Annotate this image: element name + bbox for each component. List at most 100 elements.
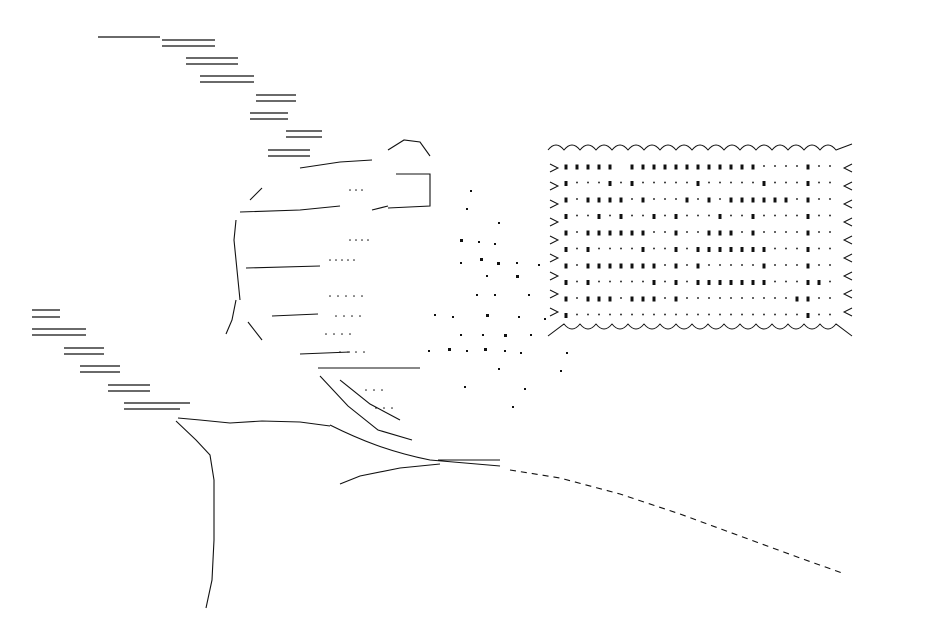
sign-dot-light <box>818 247 820 250</box>
rock-strokes-lower <box>32 309 190 410</box>
sign-dot-heavy <box>597 164 601 170</box>
sign-dot-light <box>829 214 831 217</box>
sign-dot-heavy <box>641 197 645 203</box>
sign-dot-heavy <box>762 247 766 252</box>
sign-dot-heavy <box>729 230 733 236</box>
sign-dot-light <box>763 313 765 316</box>
sign-dot-light <box>664 214 666 217</box>
sign-dot-light <box>730 264 732 266</box>
sign-dot-heavy <box>806 197 810 203</box>
sign-dot-light <box>631 198 633 200</box>
sign-dot-light <box>774 165 776 167</box>
sign-dot-heavy <box>740 197 744 203</box>
sign-dot-light <box>774 181 776 184</box>
sign-dot-light <box>829 247 831 250</box>
sign-dot-heavy <box>707 280 711 285</box>
sign-dot-light <box>763 231 765 233</box>
sign-dot-heavy <box>718 164 722 170</box>
sign-dot-heavy <box>564 280 568 285</box>
sign-dot-light <box>587 214 589 217</box>
sign-dot-heavy <box>597 214 601 219</box>
sign-dot-heavy <box>762 263 766 269</box>
sign-dot-heavy <box>729 247 733 252</box>
sign-dot-light <box>664 280 666 283</box>
sign-dot-light <box>741 313 743 316</box>
sign-dot-light <box>686 231 688 233</box>
sign-dot-heavy <box>564 313 568 318</box>
sign-dot-heavy <box>729 164 733 170</box>
sign-dot-light <box>818 214 820 217</box>
sign-dot-light <box>730 181 732 184</box>
sign-dot-light <box>829 198 831 200</box>
sign-dot-light <box>719 297 721 299</box>
sign-dot-heavy <box>663 164 667 170</box>
sign-dot-light <box>642 280 644 283</box>
sign-dot-light <box>719 264 721 266</box>
sign-dot-light <box>752 313 754 316</box>
sign-dot-light <box>576 198 578 200</box>
sign-dot-heavy <box>718 247 722 252</box>
sign-dot-heavy <box>608 197 612 203</box>
sign-dot-heavy <box>773 197 777 203</box>
sign-dot-heavy <box>751 197 755 203</box>
sign-dot-heavy <box>586 164 590 170</box>
branch-outline <box>175 417 846 609</box>
sign-dot-heavy <box>674 214 678 219</box>
sign-dot-light <box>785 165 787 167</box>
sign-dot-heavy <box>707 197 711 203</box>
sign-dot-heavy <box>762 280 766 285</box>
sign-dot-light <box>818 313 820 316</box>
sign-dot-light <box>631 247 633 250</box>
sign-dot-heavy <box>641 164 645 170</box>
sign-dot-light <box>763 214 765 217</box>
sign-dot-light <box>697 313 699 316</box>
sign-dot-light <box>620 313 622 316</box>
sign-dot-light <box>741 214 743 217</box>
sign-dot-light <box>664 198 666 200</box>
sign-dot-heavy <box>806 214 810 219</box>
sign-dot-light <box>796 264 798 266</box>
sign-dot-light <box>686 264 688 266</box>
sign-dot-heavy <box>806 164 810 170</box>
sign-scallop-top <box>547 143 853 151</box>
sign-dot-light <box>785 313 787 316</box>
sign-dot-light <box>785 280 787 283</box>
sign-dot-heavy <box>674 230 678 236</box>
sign-dot-light <box>708 313 710 316</box>
sign-dot-light <box>576 247 578 250</box>
sign-dot-light <box>829 181 831 184</box>
sign-dot-heavy <box>795 296 799 302</box>
sign-dot-light <box>708 214 710 217</box>
sign-dot-heavy <box>630 181 634 186</box>
sign-dot-heavy <box>564 214 568 219</box>
sign-dot-light <box>774 264 776 266</box>
sign-dot-light <box>686 247 688 250</box>
sign-dot-light <box>675 181 677 184</box>
sign-dot-heavy <box>652 214 656 219</box>
sign-dot-light <box>653 313 655 316</box>
sign-dot-heavy <box>806 313 810 318</box>
sign-dot-light <box>620 181 622 184</box>
sign-dot-heavy <box>806 296 810 302</box>
sign-dot-light <box>785 297 787 299</box>
sign-dot-light <box>664 181 666 184</box>
sign-dot-heavy <box>674 247 678 252</box>
sign-board <box>547 143 853 337</box>
sign-dot-light <box>818 264 820 266</box>
sign-dot-light <box>697 214 699 217</box>
sign-dot-heavy <box>652 296 656 302</box>
sign-dot-light <box>774 280 776 283</box>
sign-dot-heavy <box>641 263 645 269</box>
sign-dot-light <box>763 165 765 167</box>
sign-dot-light <box>818 181 820 184</box>
sign-dot-heavy <box>674 164 678 170</box>
sign-dot-heavy <box>806 280 810 285</box>
sign-dot-heavy <box>564 164 568 170</box>
sign-dot-light <box>631 280 633 283</box>
sign-dot-heavy <box>586 263 590 269</box>
sign-dot-light <box>598 313 600 316</box>
sign-dot-light <box>796 280 798 283</box>
sign-dot-light <box>741 231 743 233</box>
sign-dot-light <box>752 297 754 299</box>
sign-dot-heavy <box>641 230 645 236</box>
